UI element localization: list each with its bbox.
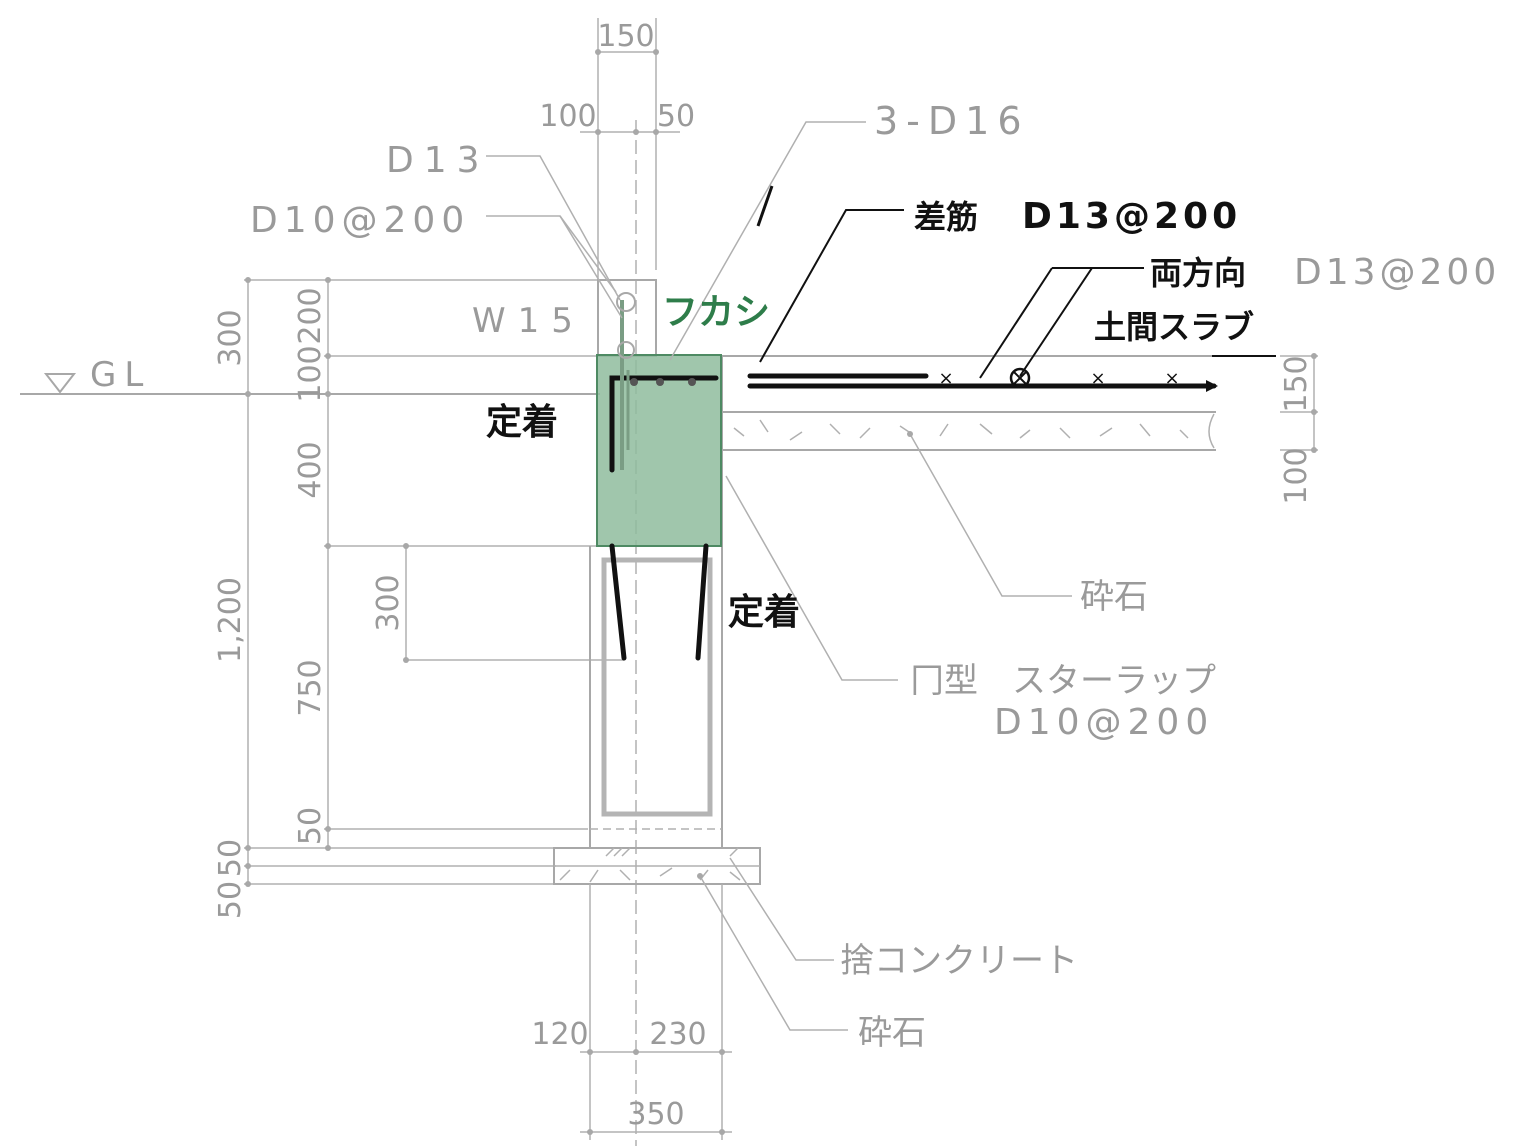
label-both-directions: 両方向 — [1150, 254, 1246, 292]
dim-top-50: 50 — [657, 99, 695, 134]
dim-bottom-230: 230 — [649, 1017, 706, 1052]
left-dimensions: 300 1,200 50 50 200 100 400 750 50 300 — [213, 277, 624, 919]
dim-inner-50: 50 — [293, 807, 328, 845]
dim-bottom-120: 120 — [531, 1017, 588, 1052]
dim-gravel-100: 100 — [1279, 447, 1314, 504]
svg-text:×: × — [1164, 368, 1179, 389]
label-gravel-slab: 砕石 — [1080, 577, 1148, 617]
fukashi-highlight — [596, 354, 722, 547]
label-sashikin: 差筋 — [914, 198, 978, 236]
dim-top-100: 100 — [539, 99, 596, 134]
label-anchor-left: 定着 — [486, 402, 558, 443]
label-stirrup: 冂型 スターラップ — [910, 661, 1216, 701]
label-fukashi: フカシ — [662, 292, 770, 333]
svg-text:×: × — [938, 368, 953, 389]
dim-top-150: 150 — [597, 19, 654, 54]
gl-label: GL — [90, 355, 151, 395]
leader-lines — [486, 121, 1276, 1031]
top-dimensions: 150 100 50 — [539, 18, 695, 1146]
label-lean-concrete: 捨コンクリート — [840, 941, 1078, 981]
rebars: × × × — [609, 292, 1218, 661]
stirrup-outline — [601, 557, 713, 817]
dim-left-300: 300 — [213, 309, 248, 366]
slab-section — [722, 353, 1318, 453]
label-slab: 土間スラブ — [1094, 308, 1254, 346]
label-d13: D13 — [386, 140, 490, 181]
dim-left-50-b: 50 — [213, 881, 248, 919]
label-stirrup-spec: D10@200 — [994, 702, 1214, 743]
label-both-directions-spec: D13@200 — [1294, 252, 1500, 293]
dim-inner-750: 750 — [293, 659, 328, 716]
dim-inner-400: 400 — [293, 441, 328, 498]
svg-text:×: × — [1090, 368, 1105, 389]
gl-triangle-icon — [43, 373, 77, 394]
dim-left-50-a: 50 — [213, 839, 248, 877]
label-anchor-right: 定着 — [728, 592, 800, 633]
label-3-d16: 3-D16 — [874, 99, 1030, 143]
label-sashikin-spec: D13@200 — [1022, 196, 1241, 237]
label-gravel-footing: 砕石 — [858, 1013, 926, 1053]
dim-left-1200: 1,200 — [213, 577, 248, 663]
label-w15: W15 — [472, 301, 585, 341]
dim-inner-100: 100 — [293, 345, 328, 402]
dim-bottom-350: 350 — [627, 1097, 684, 1132]
dim-inner-200: 200 — [293, 287, 328, 344]
dim-slab-150: 150 — [1279, 355, 1314, 412]
label-d10-200: D10@200 — [250, 200, 470, 241]
dim-anchor-300: 300 — [371, 574, 406, 631]
